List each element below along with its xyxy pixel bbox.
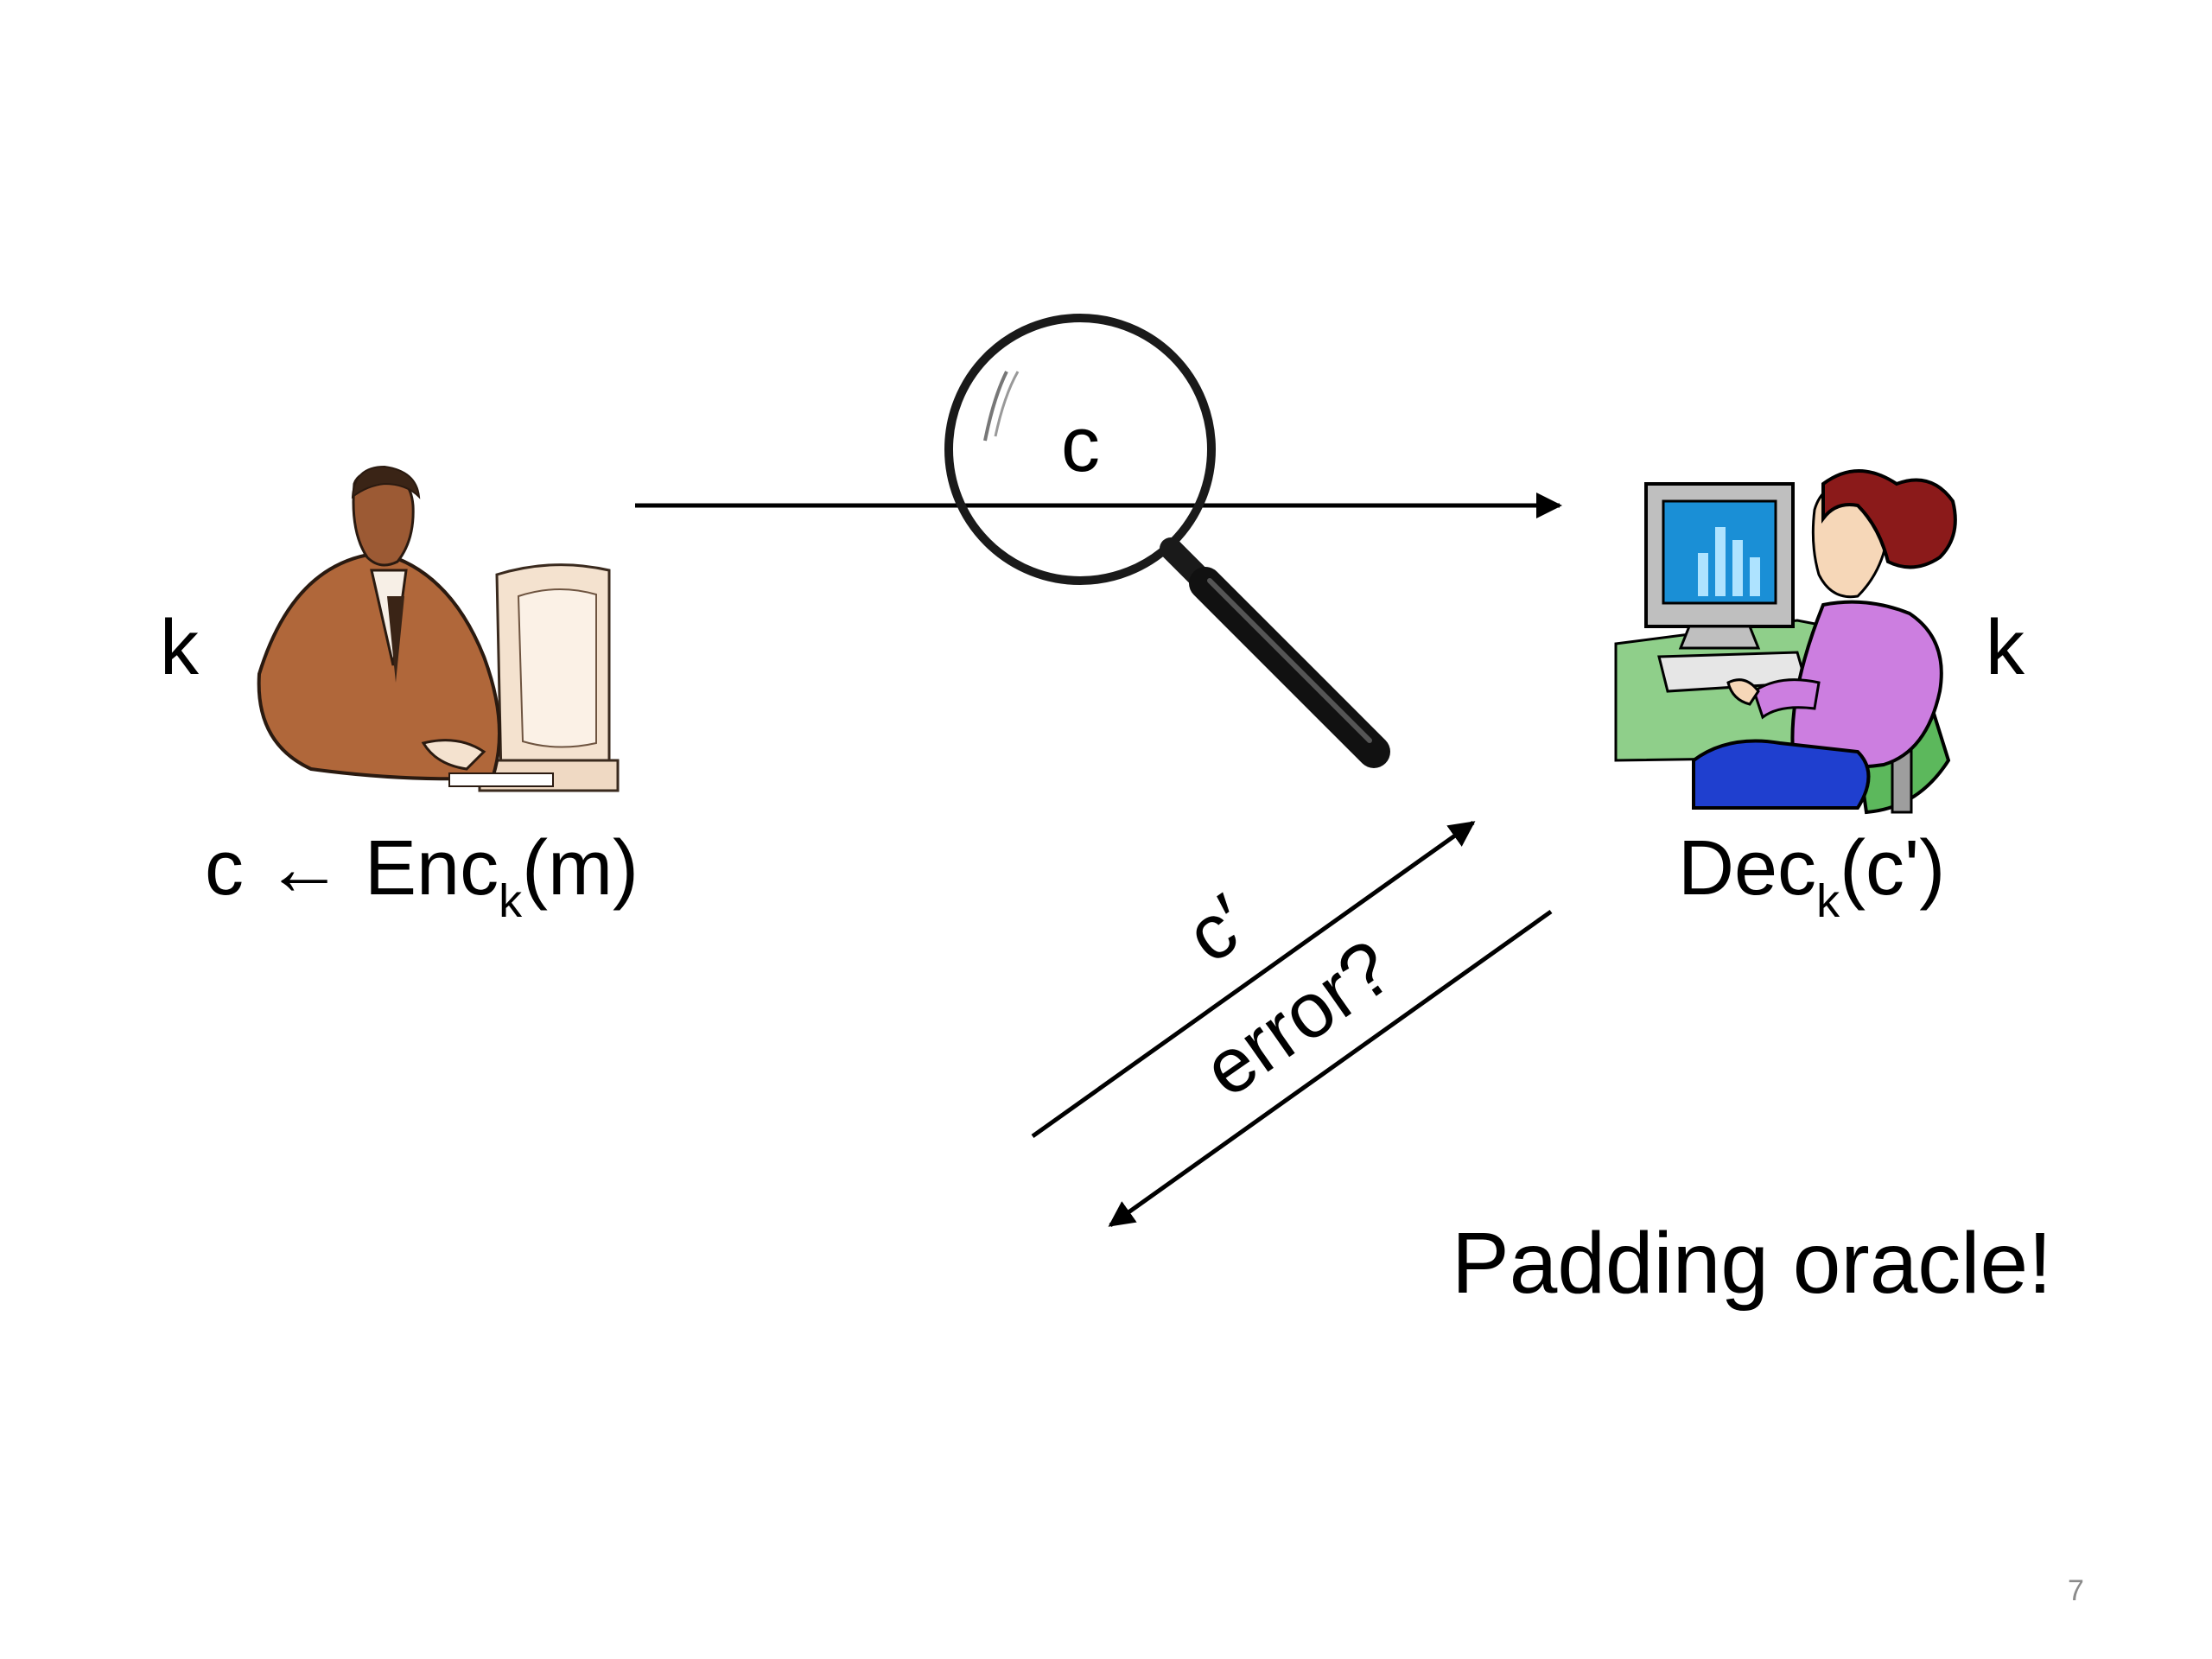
sender-formula-subscript: k [499, 875, 523, 927]
reply-arrow [1108, 909, 1553, 1228]
receiver-formula-main: Dec [1678, 825, 1817, 912]
callout-text: Padding oracle! [1452, 1215, 2052, 1312]
receiver-key-label: k [1986, 605, 2024, 691]
receiver-formula-tail: (c') [1840, 825, 1946, 912]
sender-formula-tail: (m) [522, 825, 639, 912]
sender-formula: c ← Enck(m) [205, 830, 639, 925]
intercepted-ciphertext-label: c [1061, 402, 1100, 488]
forward-arrow [1031, 820, 1476, 1139]
sender-key-label: k [160, 605, 199, 691]
sender-formula-main: c ← Enc [205, 825, 499, 912]
woman-at-computer-icon [1614, 469, 1957, 815]
receiver-formula-subscript: k [1816, 875, 1840, 927]
magnifying-glass-icon [944, 314, 1390, 768]
receiver-formula: Deck(c') [1678, 830, 1945, 925]
man-at-computer-icon [257, 465, 620, 792]
page-number: 7 [2068, 1574, 2084, 1607]
